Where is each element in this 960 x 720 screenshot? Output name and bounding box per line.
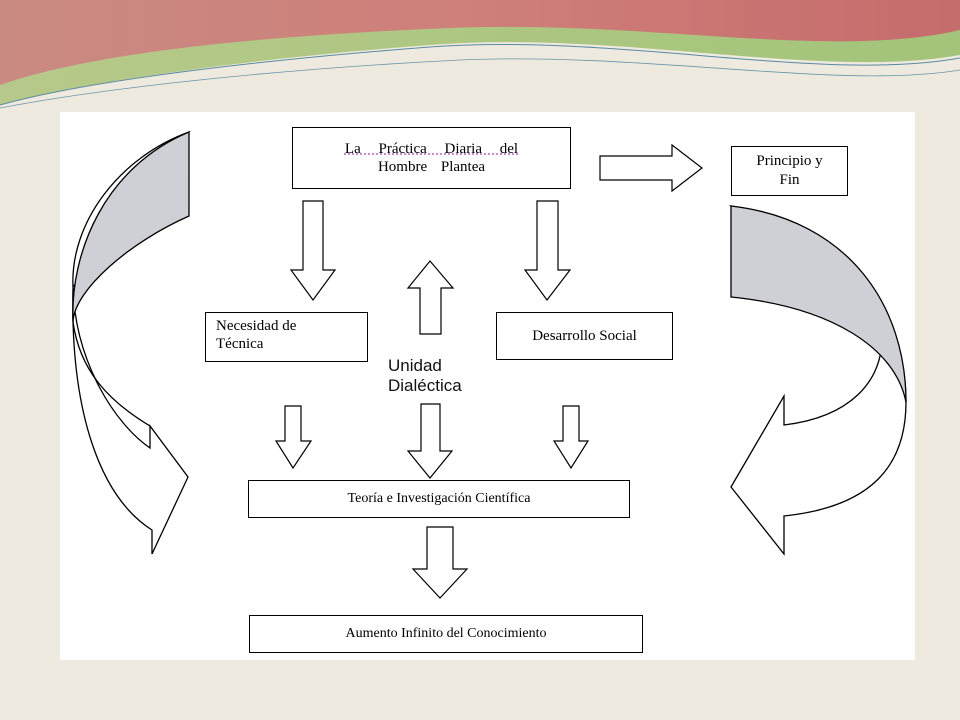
practica-line-2: Hombre Plantea bbox=[377, 159, 486, 175]
desarrollo-label: Desarrollo Social bbox=[532, 328, 637, 344]
principio-line-2: Fin bbox=[779, 172, 800, 188]
up-arrow-unidad bbox=[406, 260, 455, 335]
box-desarrollo-social: Desarrollo Social bbox=[496, 312, 673, 360]
arrows-layer bbox=[72, 130, 907, 599]
box-teoria-investigacion: Teoría e Investigación Científica bbox=[248, 480, 630, 518]
right-curved-arrow bbox=[728, 205, 907, 556]
box-necesidad-tecnica: Necesidad de Técnica bbox=[205, 312, 368, 362]
down-arrow-teoria-to-aumento bbox=[411, 526, 469, 599]
aumento-label: Aumento Infinito del Conocimiento bbox=[345, 626, 547, 641]
necesidad-line-1: Necesidad de bbox=[216, 318, 297, 334]
down-arrow-desarrollo-to-teoria bbox=[552, 405, 590, 470]
down-arrow-unidad-to-teoria bbox=[406, 403, 454, 479]
principio-line-1: Principio y bbox=[756, 153, 823, 169]
diagram-canvas: La Práctica Diaria del Hombre Plantea Pr… bbox=[60, 112, 915, 660]
left-curved-arrow bbox=[72, 130, 191, 555]
unidad-line-1: Unidad bbox=[388, 356, 442, 375]
down-arrow-necesidad-to-teoria bbox=[274, 405, 313, 470]
down-arrow-to-necesidad bbox=[289, 200, 337, 302]
box-practica-diaria: La Práctica Diaria del Hombre Plantea bbox=[292, 127, 571, 189]
necesidad-line-2: Técnica bbox=[216, 336, 264, 352]
box-principio-fin: Principio y Fin bbox=[731, 146, 848, 196]
practica-line-1: La Práctica Diaria del bbox=[344, 141, 519, 157]
box-aumento-conocimiento: Aumento Infinito del Conocimiento bbox=[249, 615, 643, 653]
right-arrow-to-principio bbox=[599, 143, 703, 193]
teoria-label: Teoría e Investigación Científica bbox=[347, 491, 531, 506]
decorative-banner bbox=[0, 0, 960, 109]
unidad-dialectica-label: Unidad Dialéctica bbox=[388, 356, 498, 396]
down-arrow-to-desarrollo bbox=[523, 200, 572, 302]
unidad-line-2: Dialéctica bbox=[388, 376, 462, 395]
